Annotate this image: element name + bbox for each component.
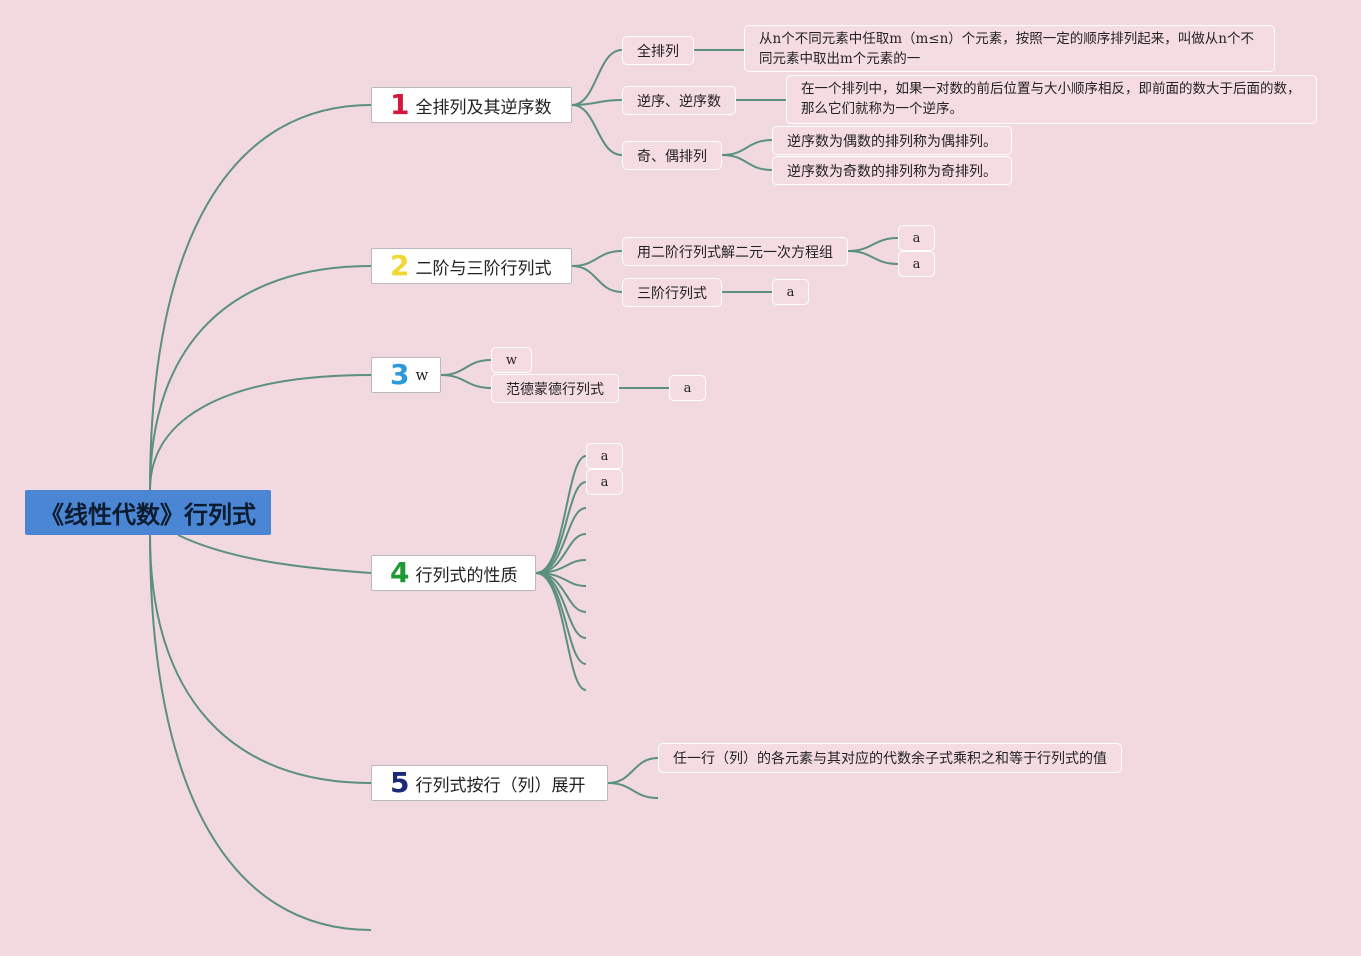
link-equations-a2	[847, 250, 899, 265]
branch-5-number: 5	[390, 766, 410, 799]
link-b1-inversion	[571, 99, 623, 106]
branch-1-label: 全排列及其逆序数	[415, 97, 552, 118]
leaf-vandermonde-a[interactable]: a	[669, 375, 706, 401]
branch-3-number: 3	[390, 358, 410, 391]
link-root-branch-3	[149, 374, 372, 491]
subtopic-property-a2[interactable]: a	[586, 469, 623, 495]
link-root-branch-5	[149, 534, 372, 784]
subtopic-inversion[interactable]: 逆序、逆序数	[622, 86, 736, 115]
link-b4-child-1	[535, 455, 587, 574]
branch-2-number: 2	[390, 249, 410, 282]
branch-4[interactable]: 4 行列式的性质	[371, 555, 536, 591]
link-b4-child-10	[535, 572, 587, 691]
branch-3-label: w	[415, 366, 429, 384]
subtopic-2x2-equations[interactable]: 用二阶行列式解二元一次方程组	[622, 237, 848, 266]
subtopic-expansion-theorem[interactable]: 任一行（列）的各元素与其对应的代数余子式乘积之和等于行列式的值	[658, 743, 1122, 773]
root-topic[interactable]: 《线性代数》行列式	[25, 490, 271, 535]
link-b3-w	[440, 359, 492, 376]
link-odd-even-leaf-2	[721, 154, 773, 171]
link-b2-3x3	[571, 265, 623, 293]
link-b4-child-2	[535, 481, 587, 574]
link-b1-full-permutation	[571, 49, 623, 106]
leaf-3x3-a[interactable]: a	[772, 279, 809, 305]
branch-3[interactable]: 3 w	[371, 357, 441, 393]
link-b1-odd-even	[571, 104, 623, 156]
branch-5-label: 行列式按行（列）展开	[415, 775, 586, 796]
link-b3-vandermonde	[440, 374, 492, 389]
leaf-2x2-a2[interactable]: a	[898, 251, 935, 277]
branch-1[interactable]: 1 全排列及其逆序数	[371, 87, 572, 123]
link-root-branch-2	[149, 265, 372, 491]
link-root-branch-6	[149, 534, 372, 931]
link-root-branch-4	[177, 534, 372, 574]
branch-4-number: 4	[390, 556, 410, 589]
link-b5-theorem	[607, 757, 659, 784]
leaf-inversion-def[interactable]: 在一个排列中，如果一对数的前后位置与大小顺序相反，即前面的数大于后面的数，那么它…	[786, 75, 1317, 124]
link-root-branch-1	[149, 104, 372, 491]
leaf-2x2-a1[interactable]: a	[898, 225, 935, 251]
branch-5[interactable]: 5 行列式按行（列）展开	[371, 765, 608, 801]
subtopic-w[interactable]: w	[491, 347, 532, 373]
leaf-odd-permutation[interactable]: 逆序数为奇数的排列称为奇排列。	[772, 156, 1012, 185]
link-b2-equations	[571, 250, 623, 267]
link-b5-child-2	[607, 782, 659, 799]
subtopic-full-permutation[interactable]: 全排列	[622, 36, 694, 65]
subtopic-vandermonde[interactable]: 范德蒙德行列式	[491, 374, 619, 403]
branch-1-number: 1	[390, 88, 410, 121]
branch-2-label: 二阶与三阶行列式	[415, 258, 552, 279]
branch-2[interactable]: 2 二阶与三阶行列式	[371, 248, 572, 284]
subtopic-odd-even[interactable]: 奇、偶排列	[622, 141, 722, 170]
subtopic-3x3[interactable]: 三阶行列式	[622, 278, 722, 307]
leaf-full-permutation-def[interactable]: 从n个不同元素中任取m（m≤n）个元素，按照一定的顺序排列起来，叫做从n个不同元…	[744, 25, 1275, 72]
leaf-even-permutation[interactable]: 逆序数为偶数的排列称为偶排列。	[772, 126, 1012, 155]
link-odd-even-leaf-1	[721, 139, 773, 156]
branch-4-label: 行列式的性质	[415, 565, 518, 586]
link-equations-a1	[847, 237, 899, 252]
subtopic-property-a1[interactable]: a	[586, 443, 623, 469]
